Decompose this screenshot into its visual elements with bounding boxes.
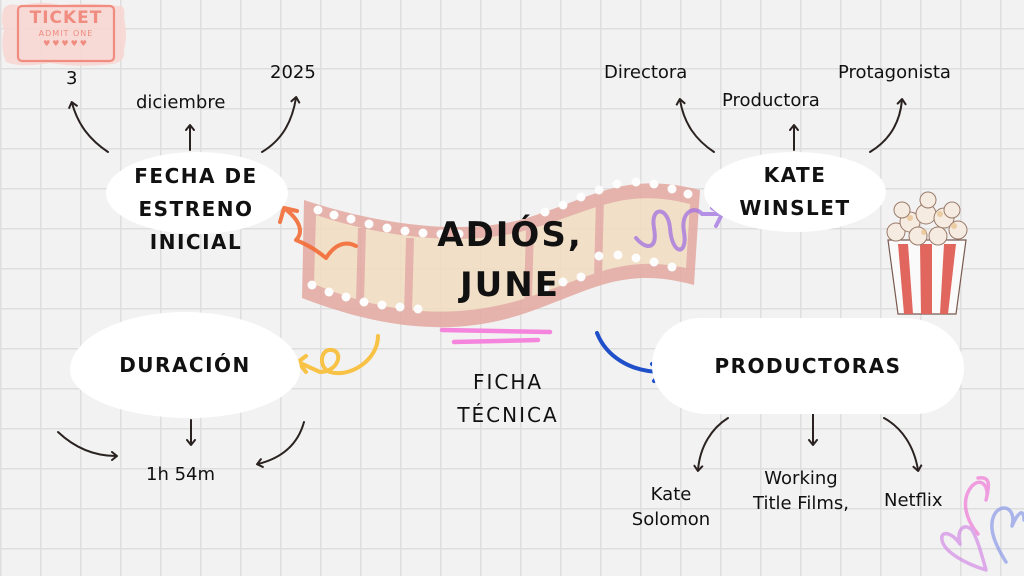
ticket-subtitle: ADMIT ONE: [38, 29, 94, 38]
main-title: ADIÓS, JUNE: [437, 215, 583, 305]
ticket: TICKET ADMIT ONE ♥♥♥♥♥: [18, 8, 114, 49]
fecha-child-month: diciembre: [136, 92, 226, 113]
node-fecha-estreno-label: FECHA DE ESTRENO INICIAL: [134, 164, 258, 254]
pink-underline: [439, 327, 553, 345]
fecha-child-year: 2025: [270, 62, 316, 83]
ticket-icon: [2, 2, 126, 66]
productoras-child-kate-solomon: Kate Solomon: [631, 484, 711, 530]
node-kate-winslet[interactable]: KATE WINSLET: [704, 152, 886, 232]
duracion-child-time: 1h 54m: [146, 464, 216, 485]
node-fecha-estreno[interactable]: [106, 152, 288, 234]
node-duracion[interactable]: DURACIÓN: [70, 312, 300, 418]
ticket-hearts: ♥♥♥♥♥: [43, 39, 89, 48]
film-strip-icon: [302, 177, 700, 328]
orange-arrow-icon: [278, 206, 358, 260]
fecha-child-day: 3: [66, 68, 78, 89]
kate-child-protagonista: Protagonista: [838, 62, 951, 83]
popcorn-icon: [886, 191, 968, 315]
subtitle-ficha-tecnica: FICHA TÉCNICA: [457, 370, 559, 427]
kate-child-productora: Productora: [722, 90, 820, 111]
productoras-child-working-title: Working Title Films,: [753, 468, 849, 514]
kate-child-directora: Directora: [604, 62, 688, 83]
yellow-arrow-icon: [296, 334, 380, 376]
ticket-title: TICKET: [29, 8, 103, 28]
hearts-icon: [940, 475, 1024, 572]
productoras-child-netflix: Netflix: [884, 490, 943, 511]
node-productoras[interactable]: PRODUCTORAS: [652, 318, 964, 414]
